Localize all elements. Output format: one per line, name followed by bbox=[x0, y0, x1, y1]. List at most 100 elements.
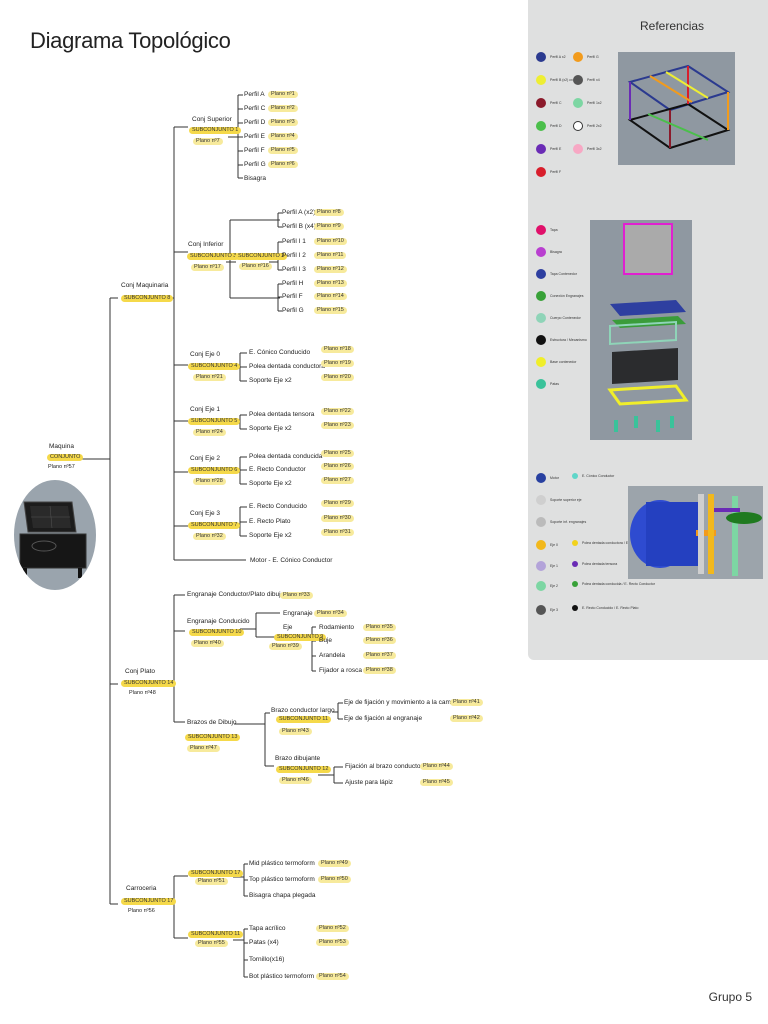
legend-item: Conexión Engranajes bbox=[536, 291, 583, 301]
part-label: Perfil I 2 bbox=[282, 252, 306, 259]
color-swatch bbox=[536, 605, 546, 615]
color-swatch bbox=[536, 225, 546, 235]
inferior-sub-plano: Plano nº16 bbox=[239, 263, 272, 270]
color-swatch bbox=[536, 473, 546, 483]
plano-tag: Plano nº5 bbox=[268, 147, 298, 154]
plano-tag: Plano nº42 bbox=[450, 715, 483, 722]
color-swatch bbox=[536, 313, 546, 323]
inferior-name: Conj Inferior bbox=[188, 241, 224, 248]
legend-extra: E. Recto Conducido / E. Recto Plato bbox=[572, 605, 638, 611]
legend-label: Base contenedor bbox=[550, 360, 577, 364]
legend-label: Perfil C bbox=[550, 101, 562, 105]
eje3-tag: SUBCONJUNTO 7 bbox=[188, 522, 241, 529]
part-label: Perfil H bbox=[282, 280, 304, 287]
machine-render-thumbnail bbox=[14, 480, 96, 590]
plato-name: Conj Plato bbox=[125, 668, 155, 675]
color-swatch bbox=[572, 581, 578, 587]
legend-item: Perfil x4 bbox=[573, 75, 600, 85]
part-label: E. Recto Conducido bbox=[249, 503, 307, 510]
legend-item: Perfil D bbox=[536, 121, 561, 131]
legend-label: Eje 1 bbox=[550, 564, 558, 568]
brazo-dibujante-tag: SUBCONJUNTO 12 bbox=[276, 766, 332, 773]
color-swatch bbox=[536, 121, 546, 131]
carroceria-tag: SUBCONJUNTO 17 bbox=[121, 898, 177, 905]
part-label: Perfil E bbox=[244, 133, 265, 140]
part-label: Bisagra bbox=[244, 175, 267, 182]
plano-tag: Plano nº25 bbox=[321, 450, 354, 457]
exploded-render-image bbox=[590, 220, 692, 440]
part-label: Perfil F bbox=[244, 147, 265, 154]
plano-tag: Plano nº15 bbox=[314, 307, 347, 314]
legend-label: Perfil B (x2) cx bbox=[550, 78, 573, 82]
legend-label: Perfil 1x2 bbox=[587, 101, 602, 105]
legend-item: Eje 3 bbox=[536, 605, 558, 615]
legend-label: Motor bbox=[550, 476, 559, 480]
legend-extra: Polea dentada conductora / E. Cónico Con… bbox=[572, 540, 659, 546]
part-label: Soporte Eje x2 bbox=[249, 425, 292, 432]
legend-label: Perfil G bbox=[587, 55, 599, 59]
brazos-plano: Plano nº47 bbox=[187, 745, 220, 752]
plano-tag: Plano nº12 bbox=[314, 266, 347, 273]
legend-item: Perfil F bbox=[536, 167, 561, 177]
plano-tag: Plano nº29 bbox=[321, 500, 354, 507]
plano-tag: Plano nº36 bbox=[363, 637, 396, 644]
legend-item: Motor bbox=[536, 473, 559, 483]
part-label: Patas (x4) bbox=[249, 939, 279, 946]
group-label: Grupo 5 bbox=[708, 990, 752, 1004]
inferior-sub-tag: SUBCONJUNTO 2 bbox=[235, 253, 288, 260]
legend-item: Base contenedor bbox=[536, 357, 576, 367]
eje-name: Eje bbox=[283, 624, 293, 631]
inferior-plano: Plano nº17 bbox=[191, 264, 224, 271]
color-swatch bbox=[536, 495, 546, 505]
part-label: Perfil A (x2) bbox=[282, 209, 316, 216]
root-name: Maquina bbox=[49, 443, 74, 450]
plano-tag: Plano nº30 bbox=[321, 515, 354, 522]
page-title: Diagrama Topológico bbox=[30, 28, 231, 53]
part-label: Eje de fijación y movimiento a la cama bbox=[344, 699, 455, 706]
legend-item: Cuerpo Contenedor bbox=[536, 313, 581, 323]
brazo-largo-plano: Plano nº43 bbox=[279, 728, 312, 735]
legend-item: Perfil C bbox=[536, 98, 561, 108]
color-swatch bbox=[572, 561, 578, 567]
part-label: Top plástico termoform bbox=[249, 876, 315, 883]
legend-label: Perfil D bbox=[550, 124, 562, 128]
legend-label: E. Cónico Conductor bbox=[582, 474, 615, 478]
root-tag: CONJUNTO bbox=[47, 454, 84, 461]
color-swatch bbox=[536, 540, 546, 550]
legend-item: Eje 0 bbox=[536, 540, 558, 550]
motor-label: Motor - E. Cónico Conductor bbox=[250, 557, 333, 564]
superior-name: Conj Superior bbox=[192, 116, 232, 123]
eje0-plano: Plano nº21 bbox=[193, 374, 226, 381]
color-swatch bbox=[536, 581, 546, 591]
plano-tag: Plano nº31 bbox=[321, 529, 354, 536]
part-label: Ajuste para lápiz bbox=[345, 779, 394, 786]
plano-tag: Plano nº14 bbox=[314, 293, 347, 300]
plano-tag: Plano nº11 bbox=[314, 252, 347, 259]
legend-item: Eje 2 bbox=[536, 581, 558, 591]
color-swatch bbox=[536, 269, 546, 279]
root-plano: Plano nº57 bbox=[48, 464, 75, 470]
part-label: Polea dentada conductora bbox=[249, 363, 325, 370]
plano-tag: Plano nº19 bbox=[321, 360, 354, 367]
engranaje-conductor-label: Engranaje Conductor/Plato dibujo bbox=[187, 591, 285, 598]
legend-extra: Polea dentada conducida / E. Recto Condu… bbox=[572, 581, 655, 587]
plano-tag: Plano nº13 bbox=[314, 280, 347, 287]
eje0-name: Conj Eje 0 bbox=[190, 351, 220, 358]
eje2-plano: Plano nº28 bbox=[193, 478, 226, 485]
brazo-dibujante-name: Brazo dibujante bbox=[275, 755, 321, 762]
legend-extra: Polea dentada tensora bbox=[572, 561, 617, 567]
color-swatch bbox=[573, 121, 583, 131]
part-label: Perfil B (x4) bbox=[282, 223, 316, 230]
plano-tag: Plano nº52 bbox=[316, 925, 349, 932]
legend-label: Eje 2 bbox=[550, 584, 558, 588]
color-swatch bbox=[572, 473, 578, 479]
legend-item: Soporte inf. engranajes bbox=[536, 517, 586, 527]
carroceria-name: Carroceria bbox=[126, 885, 157, 892]
part-label: Bot plástico termoform bbox=[249, 973, 315, 980]
part-label: Bisagra chapa plegada bbox=[249, 892, 316, 899]
color-swatch bbox=[536, 52, 546, 62]
maquinaria-tag: SUBCONJUNTO 8 bbox=[121, 295, 174, 302]
color-swatch bbox=[572, 605, 578, 611]
superior-tag: SUBCONJUNTO 1 bbox=[189, 127, 242, 134]
